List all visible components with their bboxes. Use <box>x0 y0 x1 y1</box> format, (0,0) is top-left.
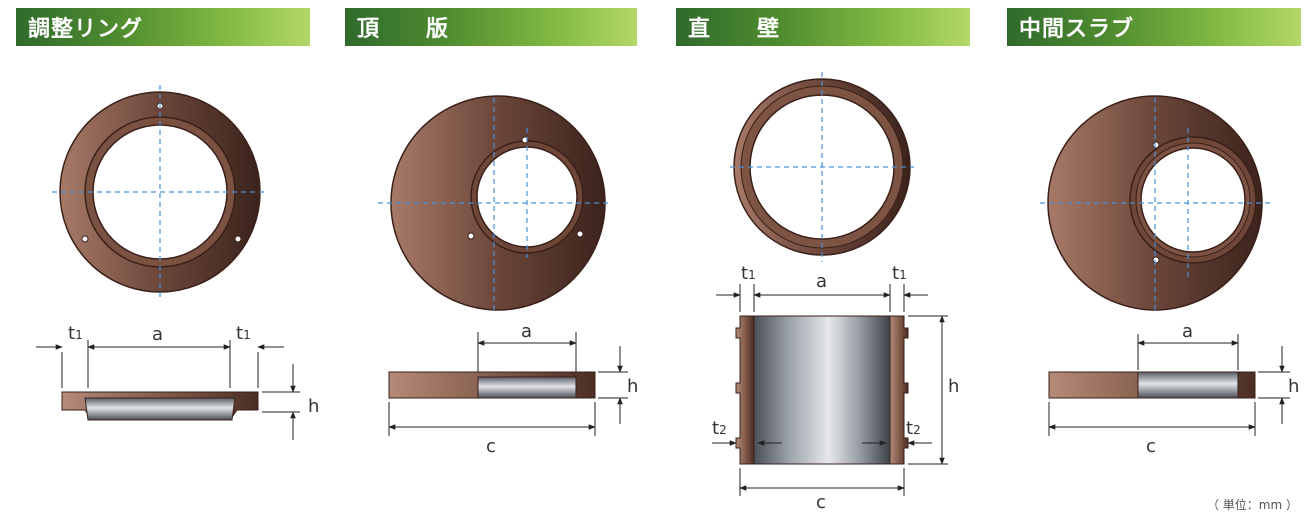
straight-wall-section <box>712 284 948 496</box>
intermediate-slab-section <box>1048 334 1290 436</box>
label-h: h <box>308 396 319 417</box>
label-a: a <box>1182 321 1193 342</box>
adjusting-ring-plan <box>52 85 268 300</box>
label-t1-left: t1 <box>741 263 756 284</box>
header-intermediate-slab: 中間スラブ <box>1007 8 1301 46</box>
label-t1-right: t1 <box>236 323 251 344</box>
header-straight-wall: 直 壁 <box>676 8 970 46</box>
header-label: 頂 版 <box>357 17 450 42</box>
label-h: h <box>627 376 638 397</box>
label-a: a <box>152 324 163 345</box>
header-label: 調整リング <box>28 17 144 42</box>
label-c: c <box>486 436 496 457</box>
adjusting-ring-section <box>36 340 300 440</box>
label-t2-right: t2 <box>906 418 921 439</box>
header-label: 中間スラブ <box>1019 17 1135 42</box>
intermediate-slab-plan <box>1040 95 1270 311</box>
label-c: c <box>816 492 826 510</box>
header-adjusting-ring: 調整リング <box>16 8 310 46</box>
label-t1-left: t1 <box>68 323 83 344</box>
label-a: a <box>521 321 532 342</box>
top-slab-section <box>388 332 628 436</box>
label-t1-right: t1 <box>892 263 907 284</box>
header-label: 直 壁 <box>688 17 781 42</box>
header-top-slab: 頂 版 <box>345 8 637 46</box>
top-slab-plan <box>378 95 608 311</box>
unit-note: （ 単位：mm ） <box>1206 498 1298 512</box>
label-h: h <box>1288 376 1299 397</box>
label-h: h <box>948 376 959 397</box>
label-t2-left: t2 <box>712 418 727 439</box>
straight-wall-plan <box>730 72 914 262</box>
label-a: a <box>816 271 827 292</box>
label-c: c <box>1146 436 1156 457</box>
